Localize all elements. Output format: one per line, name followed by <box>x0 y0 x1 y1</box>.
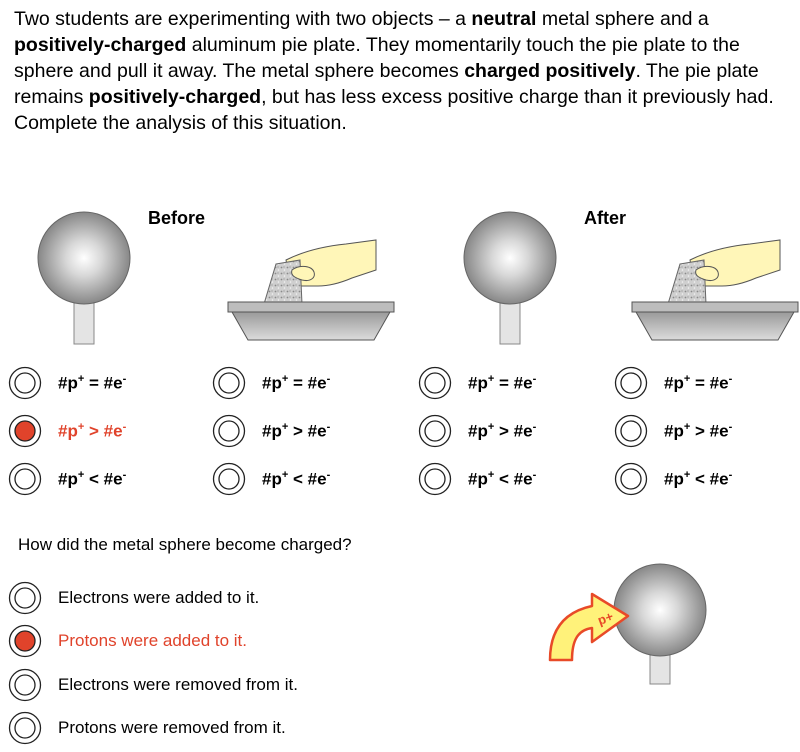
before-heading: Before <box>148 208 206 228</box>
protons-added-illustration: p+ <box>548 563 707 685</box>
plate-after-option-gt-label: #p+ > #e- <box>664 421 733 441</box>
plate-after-option-eq-radio[interactable] <box>614 366 648 400</box>
plate-before-option-eq-radio[interactable] <box>212 366 246 400</box>
answer-radio-2[interactable] <box>8 624 42 658</box>
sphere-after-option-lt-label: #p+ < #e- <box>468 469 537 489</box>
answer-radio-1[interactable] <box>8 581 42 615</box>
answer-radio-3[interactable] <box>8 668 42 702</box>
pie-plate-after-illustration <box>631 239 799 341</box>
answer-label-4: Protons were removed from it. <box>58 718 286 737</box>
sphere-after-option-gt-label: #p+ > #e- <box>468 421 537 441</box>
metal-sphere-after-illustration <box>463 211 557 345</box>
answer-label-2: Protons were added to it. <box>58 631 248 650</box>
after-heading: After <box>584 208 627 228</box>
problem-statement: Two students are experimenting with two … <box>14 8 774 134</box>
plate-before-option-eq-label: #p+ = #e- <box>262 373 331 393</box>
question-text: How did the metal sphere become charged? <box>18 535 352 554</box>
plate-after-option-lt-label: #p+ < #e- <box>664 469 733 489</box>
arrow-proton-label: p+ <box>596 608 616 628</box>
sphere-before-option-lt-radio[interactable] <box>8 462 42 496</box>
plate-before-option-lt-radio[interactable] <box>212 462 246 496</box>
sphere-after-option-lt-radio[interactable] <box>418 462 452 496</box>
sphere-before-option-gt-radio[interactable] <box>8 414 42 448</box>
sphere-after-option-gt-radio[interactable] <box>418 414 452 448</box>
metal-sphere-before-illustration <box>37 211 131 345</box>
plate-after-option-lt-radio[interactable] <box>614 462 648 496</box>
sphere-before-option-eq-label: #p+ = #e- <box>58 373 127 393</box>
answer-radio-4[interactable] <box>8 711 42 745</box>
plate-after-option-gt-radio[interactable] <box>614 414 648 448</box>
pie-plate-before-illustration <box>227 239 395 341</box>
plate-after-option-eq-label: #p+ = #e- <box>664 373 733 393</box>
curved-arrow-icon <box>548 592 630 662</box>
sphere-after-option-eq-label: #p+ = #e- <box>468 373 537 393</box>
sphere-before-option-gt-label: #p+ > #e- <box>58 421 127 441</box>
plate-before-option-gt-radio[interactable] <box>212 414 246 448</box>
answer-label-1: Electrons were added to it. <box>58 588 260 607</box>
sphere-before-option-eq-radio[interactable] <box>8 366 42 400</box>
plate-before-option-gt-label: #p+ > #e- <box>262 421 331 441</box>
sphere-before-option-lt-label: #p+ < #e- <box>58 469 127 489</box>
answer-label-3: Electrons were removed from it. <box>58 675 298 694</box>
plate-before-option-lt-label: #p+ < #e- <box>262 469 331 489</box>
sphere-after-option-eq-radio[interactable] <box>418 366 452 400</box>
